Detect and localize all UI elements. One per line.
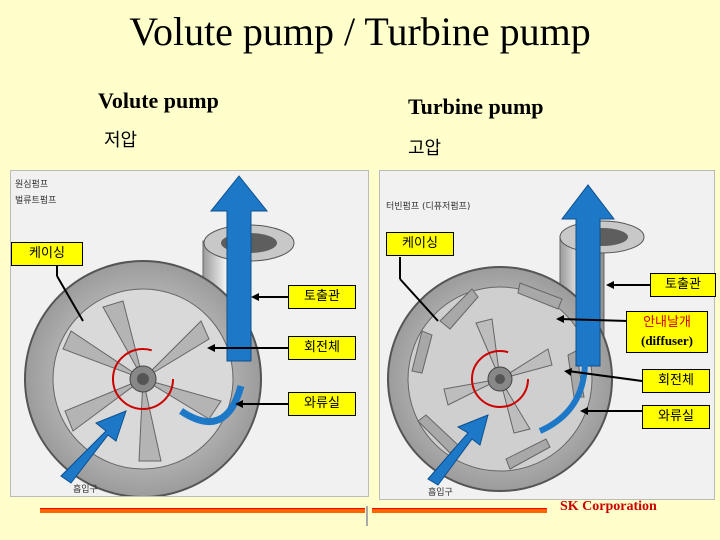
turbine-inlet-label: 흡입구: [428, 488, 453, 498]
volute-chamber-label: 와류실: [288, 392, 356, 416]
rotation-arrow: [112, 348, 174, 410]
internal-flow-arrow: [179, 385, 245, 425]
impeller: [62, 300, 222, 462]
footer-rule-right: [372, 508, 547, 513]
turbine-pump-illustration: [387, 184, 650, 492]
volute-heading: Volute pump: [98, 88, 219, 113]
internal-flow-arrow: [538, 360, 588, 434]
impeller: [443, 318, 553, 434]
turbine-outlet-label: 토출관: [650, 273, 716, 297]
slide-title: Volute pump / Turbine pump: [129, 9, 591, 54]
discharge-flow-arrow: [560, 184, 616, 367]
volute-outlet-label: 토출관: [288, 285, 356, 309]
turbine-chamber-label: 와류실: [642, 405, 710, 429]
discharge-flow-arrow: [209, 175, 269, 362]
volute-inlet-label: 흡입구: [73, 485, 98, 495]
volute-caption-line2: 벌류트펌프: [15, 196, 57, 206]
rotation-arrow: [471, 350, 529, 408]
volute-impeller-label: 회전체: [288, 336, 356, 360]
turbine-heading: Turbine pump: [408, 94, 544, 119]
turbine-subheading: 고압: [408, 138, 442, 159]
volute-casing-label: 케이싱: [11, 242, 83, 266]
volute-pump-illustration: [24, 175, 295, 496]
company-name: SK Corporation: [560, 499, 657, 514]
diffuser-vanes: [411, 282, 585, 470]
volute-pump-diagram: 원심펌프 벌류트펌프 흡입구: [10, 170, 369, 497]
inlet-flow-arrow: [427, 414, 489, 486]
turbine-caption: 터빈펌프 (디퓨저펌프): [386, 202, 471, 212]
turbine-diffuser-label: 안내날개 (diffuser): [626, 311, 708, 353]
diffuser-label-korean: 안내날개: [643, 315, 691, 330]
turbine-impeller-label: 회전체: [642, 369, 710, 393]
turbine-casing-label: 케이싱: [386, 232, 454, 256]
footer-rule-left: [40, 508, 365, 513]
inlet-flow-arrow: [60, 410, 127, 484]
diffuser-label-english: (diffuser): [641, 333, 693, 348]
volute-subheading: 저압: [104, 130, 138, 151]
footer-divider: [366, 506, 368, 526]
volute-caption-line1: 원심펌프: [15, 180, 49, 190]
